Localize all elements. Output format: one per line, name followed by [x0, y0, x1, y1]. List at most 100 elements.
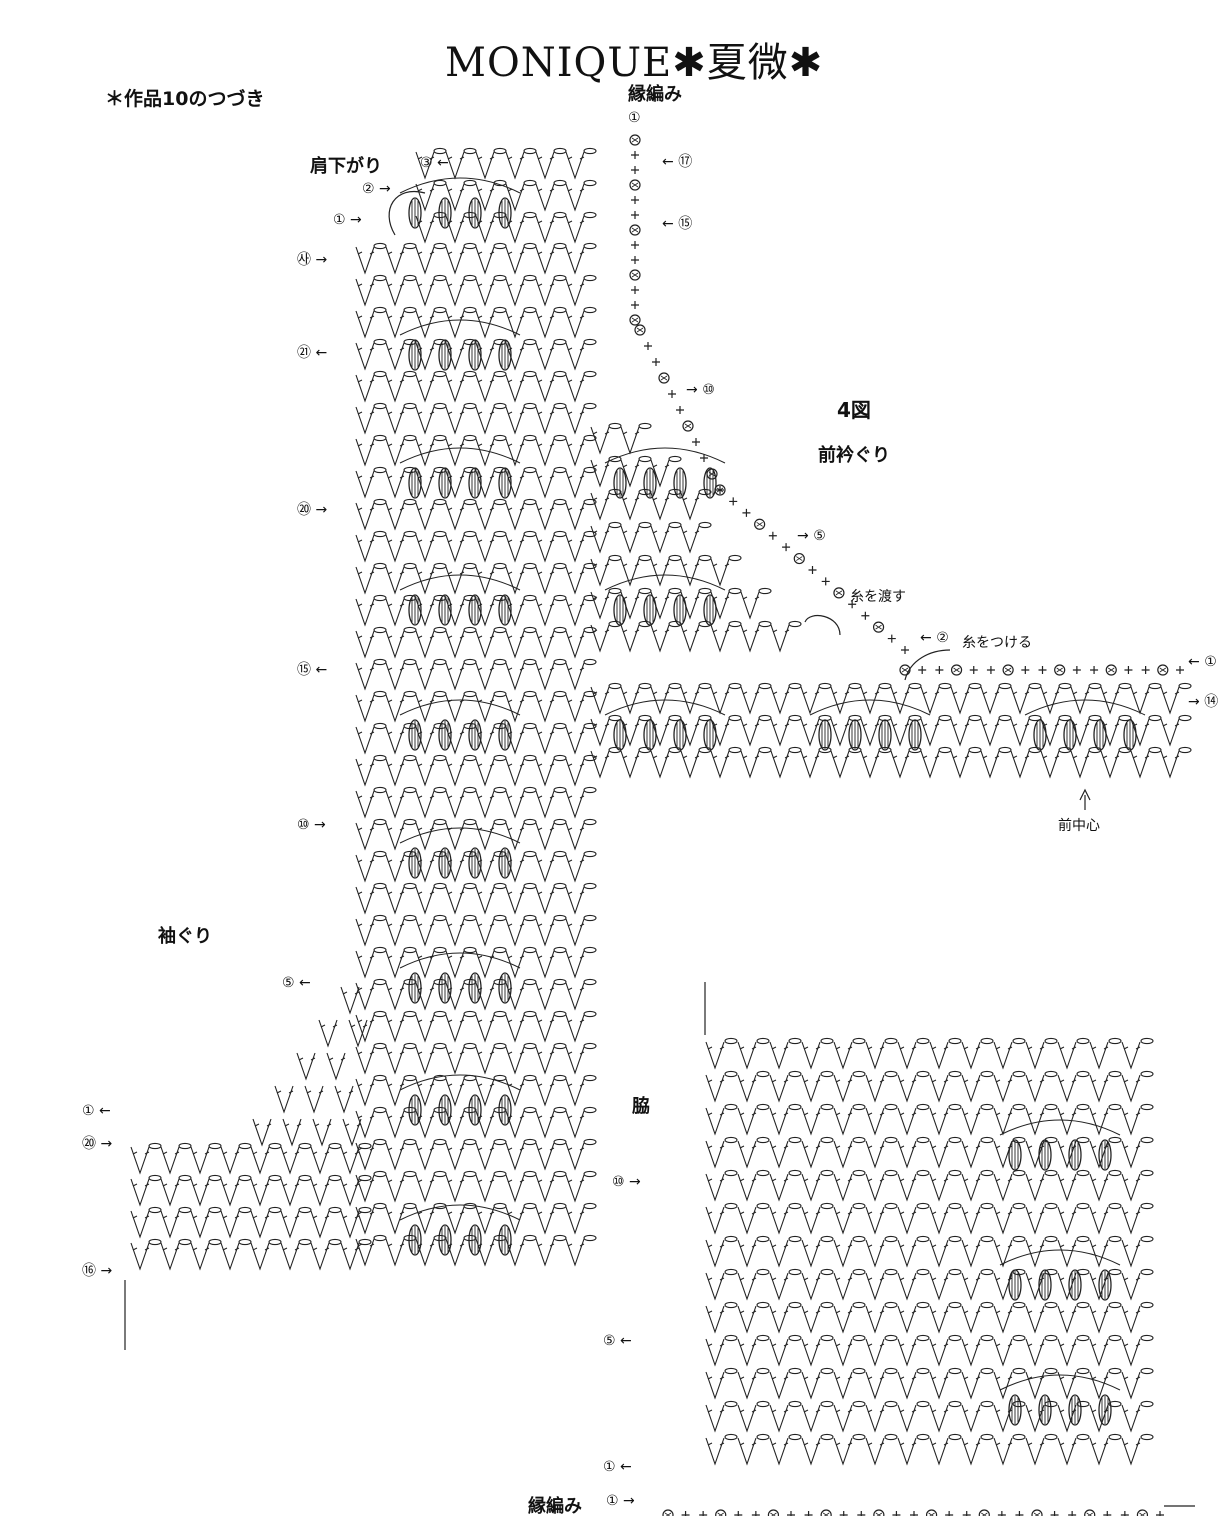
dc-stitch	[445, 566, 465, 594]
chain-stitch	[553, 722, 567, 730]
dc-stitch	[565, 1110, 585, 1138]
chain-stitch	[373, 402, 387, 410]
dc-stitch	[355, 246, 375, 274]
sc-stitch	[1020, 665, 1030, 675]
chain-stitch	[668, 521, 682, 529]
dc-stitch	[705, 1074, 725, 1102]
sc-stitch	[944, 1510, 954, 1516]
chain-stitch	[608, 620, 622, 628]
chain-stitch	[1140, 1136, 1154, 1144]
chain-stitch	[948, 1433, 962, 1441]
chain-stitch	[463, 786, 477, 794]
chain-stitch	[433, 434, 447, 442]
chain-stitch	[1140, 1367, 1154, 1375]
fan-petal	[613, 594, 627, 626]
dc-stitch	[740, 718, 760, 746]
chain-stitch	[148, 1238, 162, 1246]
sc-stitch	[630, 285, 640, 295]
chain-stitch	[403, 786, 417, 794]
dc-stitch	[415, 183, 435, 211]
dc-stitch	[385, 1174, 405, 1202]
chain-stitch	[493, 370, 507, 378]
chain-stitch	[493, 1106, 507, 1114]
chain-stitch	[553, 466, 567, 474]
chain-stitch	[553, 1138, 567, 1146]
dc-stitch	[445, 470, 465, 498]
chain-stitch	[373, 242, 387, 250]
dc-stitch	[160, 1210, 180, 1238]
chain-stitch	[756, 1136, 770, 1144]
row-marker-bottom-1: ① →	[606, 1493, 635, 1509]
fan-arc	[399, 447, 521, 464]
chain-stitch	[1140, 1235, 1154, 1243]
dc-stitch	[505, 246, 525, 274]
dc-stitch	[415, 502, 435, 530]
dc-stitch	[737, 1371, 757, 1399]
chain-stitch	[980, 1235, 994, 1243]
fan-arc	[399, 1204, 521, 1221]
fan-arc	[604, 574, 726, 591]
chain-stitch	[638, 521, 652, 529]
chain-stitch	[852, 1103, 866, 1111]
dc-stitch	[415, 1110, 435, 1138]
dc-stitch	[865, 1206, 885, 1234]
fan-petal	[1068, 1394, 1082, 1426]
side-panel-chart	[705, 1037, 1154, 1465]
dc-stitch	[190, 1178, 210, 1206]
chain-stitch	[523, 594, 537, 602]
fan-petal	[703, 594, 717, 626]
dc-stitch	[897, 1305, 917, 1333]
dc-stitch	[1089, 1041, 1109, 1069]
chain-stitch	[852, 1301, 866, 1309]
chain-stitch	[1044, 1334, 1058, 1342]
shoulder-label: 肩下がり	[310, 156, 382, 177]
bobble-stitch	[1105, 664, 1117, 676]
chain-stitch	[1012, 1169, 1026, 1177]
dc-stitch	[1025, 1437, 1045, 1465]
dc-stitch	[535, 854, 555, 882]
chain-stitch	[948, 1202, 962, 1210]
dc-stitch	[737, 1140, 757, 1168]
fan-petal	[498, 1094, 512, 1126]
attach-yarn-label: 糸をつける	[962, 635, 1032, 651]
dc-stitch	[620, 426, 640, 454]
chain-stitch	[583, 818, 597, 826]
chain-stitch	[1028, 682, 1042, 690]
dc-stitch	[475, 470, 495, 498]
dc-stitch	[897, 1041, 917, 1069]
chain-stitch	[403, 818, 417, 826]
chain-stitch	[583, 850, 597, 858]
row-marker-15: ⑮ ←	[297, 662, 328, 678]
chain-stitch	[1076, 1367, 1090, 1375]
dc-stitch	[1121, 1437, 1141, 1465]
chain-stitch	[553, 914, 567, 922]
dc-stitch	[710, 624, 730, 652]
dc-stitch	[1121, 1305, 1141, 1333]
chain-stitch	[583, 179, 597, 187]
dc-stitch	[705, 1140, 725, 1168]
dc-stitch	[340, 1210, 360, 1238]
dc-stitch	[310, 1210, 330, 1238]
chain-stitch	[553, 978, 567, 986]
chain-stitch	[724, 1136, 738, 1144]
chain-stitch	[1044, 1433, 1058, 1441]
chain-stitch	[433, 274, 447, 282]
chain-stitch	[493, 1170, 507, 1178]
sc-stitch	[751, 1510, 761, 1516]
chain-stitch	[178, 1174, 192, 1182]
dc-stitch	[993, 1107, 1013, 1135]
chain-stitch	[433, 242, 447, 250]
chain-stitch	[403, 1074, 417, 1082]
chain-stitch	[1044, 1301, 1058, 1309]
dc-stitch	[1089, 1239, 1109, 1267]
chain-stitch	[756, 1103, 770, 1111]
dc-stitch	[897, 1272, 917, 1300]
dc-stitch	[1121, 1371, 1141, 1399]
chain-stitch	[493, 306, 507, 314]
dc-stitch	[833, 1437, 853, 1465]
chain-stitch	[553, 1074, 567, 1082]
chain-stitch	[608, 682, 622, 690]
dc-stitch	[415, 470, 435, 498]
dc-stitch	[1121, 1206, 1141, 1234]
sc-stitch	[630, 300, 640, 310]
